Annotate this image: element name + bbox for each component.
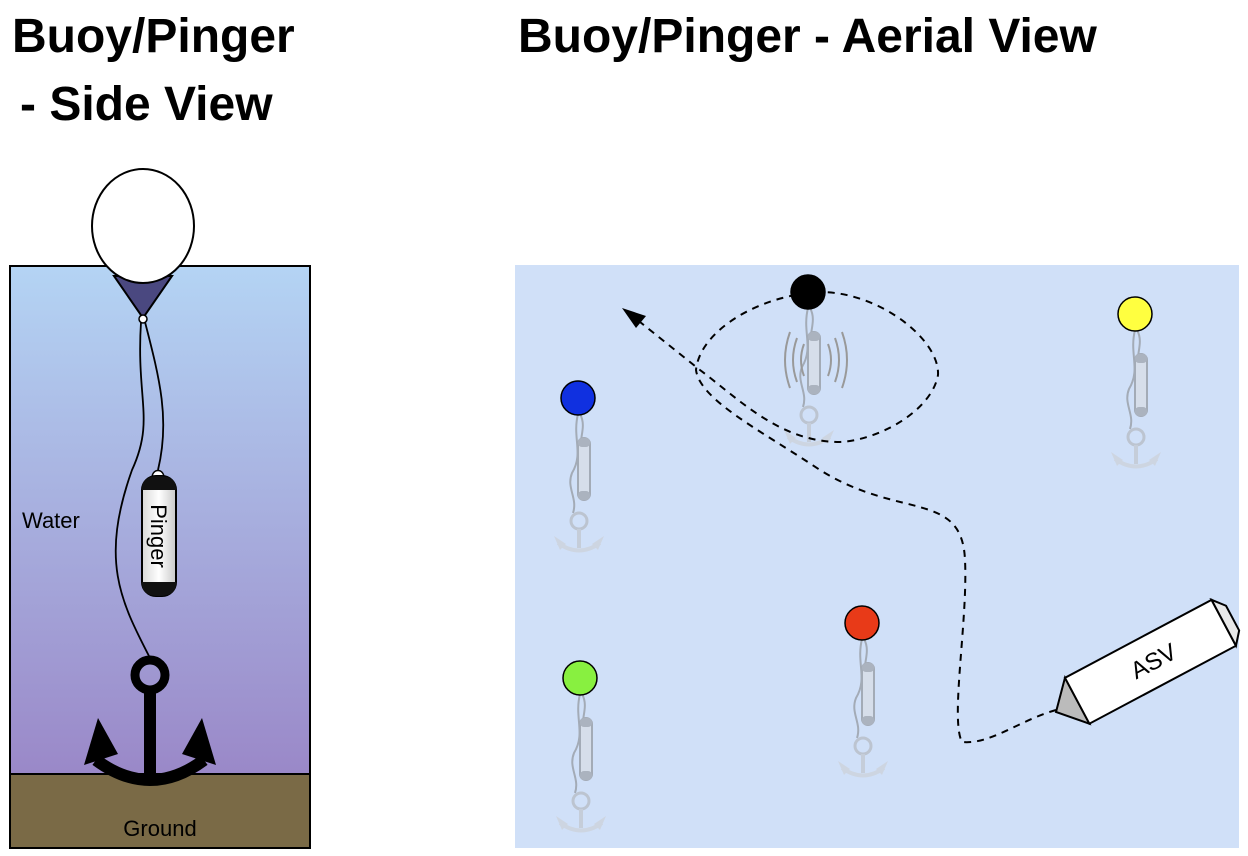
buoy-eyelet [138, 314, 148, 324]
asv-path [639, 290, 1057, 744]
mooring-line [114, 321, 151, 659]
path-arrowhead-icon [622, 308, 646, 328]
buoy-blue [560, 380, 596, 416]
pinger-label: Pinger [146, 504, 171, 568]
ground-region [9, 773, 311, 849]
asv-vehicle: ASV [1054, 597, 1241, 726]
pinger-cap-top [142, 476, 176, 490]
buoy-float [91, 168, 195, 284]
water-label: Water [22, 508, 80, 533]
side-view-title-line1: Buoy/Pinger [12, 10, 295, 63]
side-view-title-line2: - Side View [20, 78, 273, 131]
aerial-view-diagram: ASV [515, 265, 1241, 848]
buoy-red [844, 605, 880, 641]
anchor-icon [84, 655, 216, 786]
aerial-view-title: Buoy/Pinger - Aerial View [518, 10, 1097, 63]
ground-label: Ground [123, 816, 196, 841]
buoy-green [562, 660, 598, 696]
ping-waves-icon [784, 331, 848, 389]
pinger-line [144, 321, 165, 471]
aerial-water [515, 265, 1239, 848]
side-view-diagram: Pinger Water Ground [9, 168, 311, 849]
pinger-cap-bottom [142, 582, 176, 596]
buoy-yellow [1117, 296, 1153, 332]
buoy-black [790, 274, 826, 310]
